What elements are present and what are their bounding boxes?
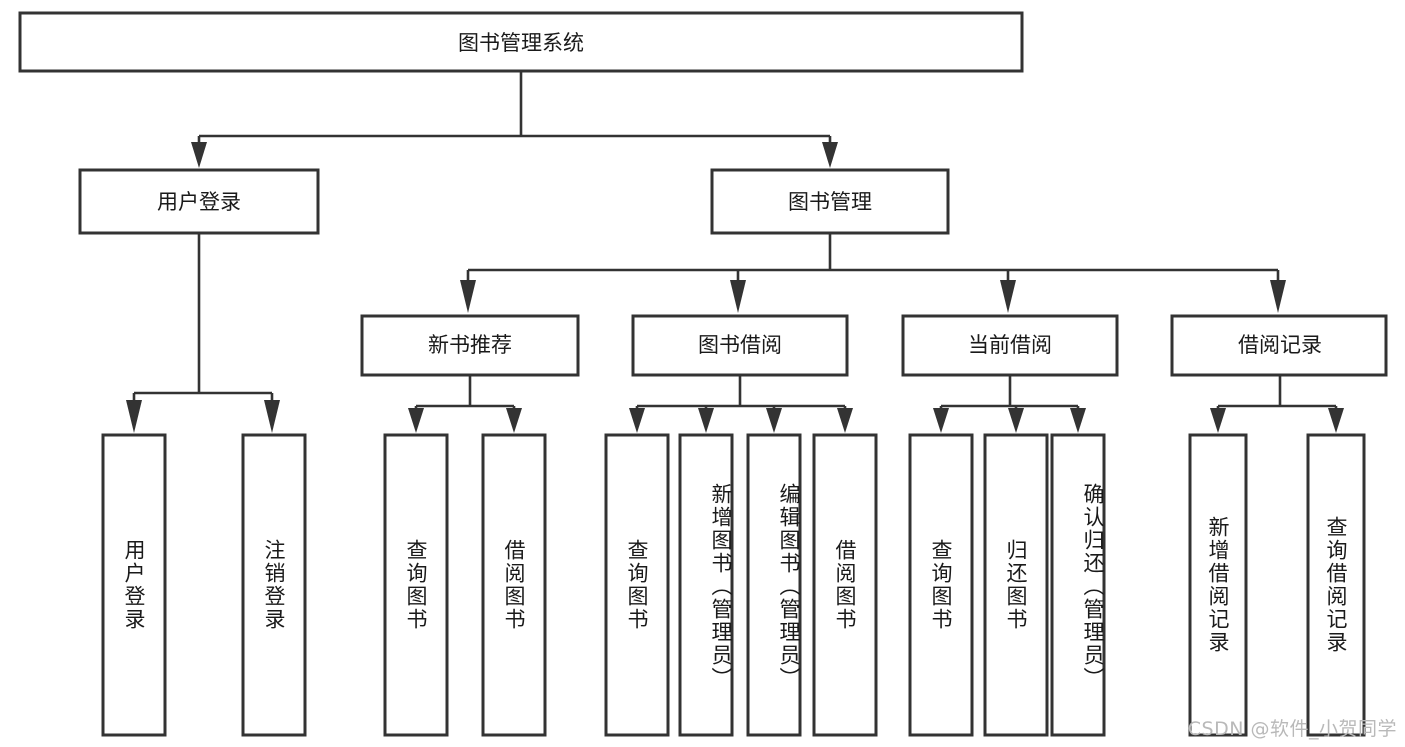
- arrow-head-rc-add-record: [1210, 408, 1226, 433]
- node-label-borrow-records: 借阅记录: [1238, 333, 1322, 357]
- node-box-leaf-bw-add-book[interactable]: [678, 433, 734, 737]
- node-box-leaf-user-login[interactable]: [101, 433, 167, 737]
- node-box-user-login[interactable]: [78, 168, 320, 235]
- node-box-leaf-nb-query-book[interactable]: [383, 433, 449, 737]
- node-label-book-borrow: 图书借阅: [698, 333, 782, 357]
- node-box-borrow-records[interactable]: [1170, 314, 1388, 377]
- node-layer: 图书管理系统 用户登录 图书管理 新书推荐 图书借阅 当前借阅 借阅记录: [18, 11, 1388, 737]
- node-box-leaf-cb-query-book[interactable]: [908, 433, 974, 737]
- node-box-book-management[interactable]: [710, 168, 950, 235]
- arrow-head-nb-query-book: [408, 408, 424, 433]
- node-label-root: 图书管理系统: [458, 31, 584, 55]
- arrow-head-borrow: [730, 280, 746, 313]
- watermark-text: CSDN @软件_小贺同学: [1187, 718, 1397, 740]
- node-box-current-borrow[interactable]: [901, 314, 1119, 377]
- arrow-head-user-login-child: [126, 400, 142, 433]
- node-box-root[interactable]: [18, 11, 1024, 73]
- arrow-head-bw-borrow-book: [837, 408, 853, 433]
- arrow-head-logout-child: [264, 400, 280, 433]
- node-box-leaf-cb-return-book[interactable]: [983, 433, 1049, 737]
- arrow-head-bw-query-book: [629, 408, 645, 433]
- node-box-leaf-logout[interactable]: [241, 433, 307, 737]
- arrow-head-nb-borrow-book: [506, 408, 522, 433]
- arrow-head-current: [1000, 280, 1016, 313]
- node-label-new-book-recommend: 新书推荐: [428, 333, 512, 357]
- arrow-head-rc-query-record: [1328, 408, 1344, 433]
- node-box-new-book-recommend[interactable]: [360, 314, 580, 377]
- node-box-leaf-nb-borrow-book[interactable]: [481, 433, 547, 737]
- node-box-leaf-rc-add-record[interactable]: [1188, 433, 1248, 737]
- arrow-head-records: [1270, 280, 1286, 313]
- arrow-head-new-books: [460, 280, 476, 313]
- connector-layer: [126, 71, 1344, 433]
- node-box-leaf-bw-borrow-book[interactable]: [812, 433, 878, 737]
- node-box-leaf-cb-confirm-return[interactable]: [1050, 433, 1106, 737]
- arrow-head-book-mgmt: [822, 142, 838, 168]
- node-label-user-login: 用户登录: [157, 190, 241, 214]
- node-box-leaf-bw-query-book[interactable]: [604, 433, 670, 737]
- node-label-book-management: 图书管理: [788, 190, 872, 214]
- node-box-book-borrow[interactable]: [631, 314, 849, 377]
- arrow-head-cb-return-book: [1008, 408, 1024, 433]
- arrow-head-bw-add-book: [698, 408, 714, 433]
- arrow-head-user-login: [191, 142, 207, 168]
- arrow-head-bw-edit-book: [766, 408, 782, 433]
- node-box-leaf-bw-edit-book[interactable]: [746, 433, 802, 737]
- arrow-head-cb-confirm-return: [1070, 408, 1086, 433]
- node-box-leaf-rc-query-record[interactable]: [1306, 433, 1366, 737]
- node-label-current-borrow: 当前借阅: [968, 333, 1052, 357]
- arrow-head-cb-query-book: [933, 408, 949, 433]
